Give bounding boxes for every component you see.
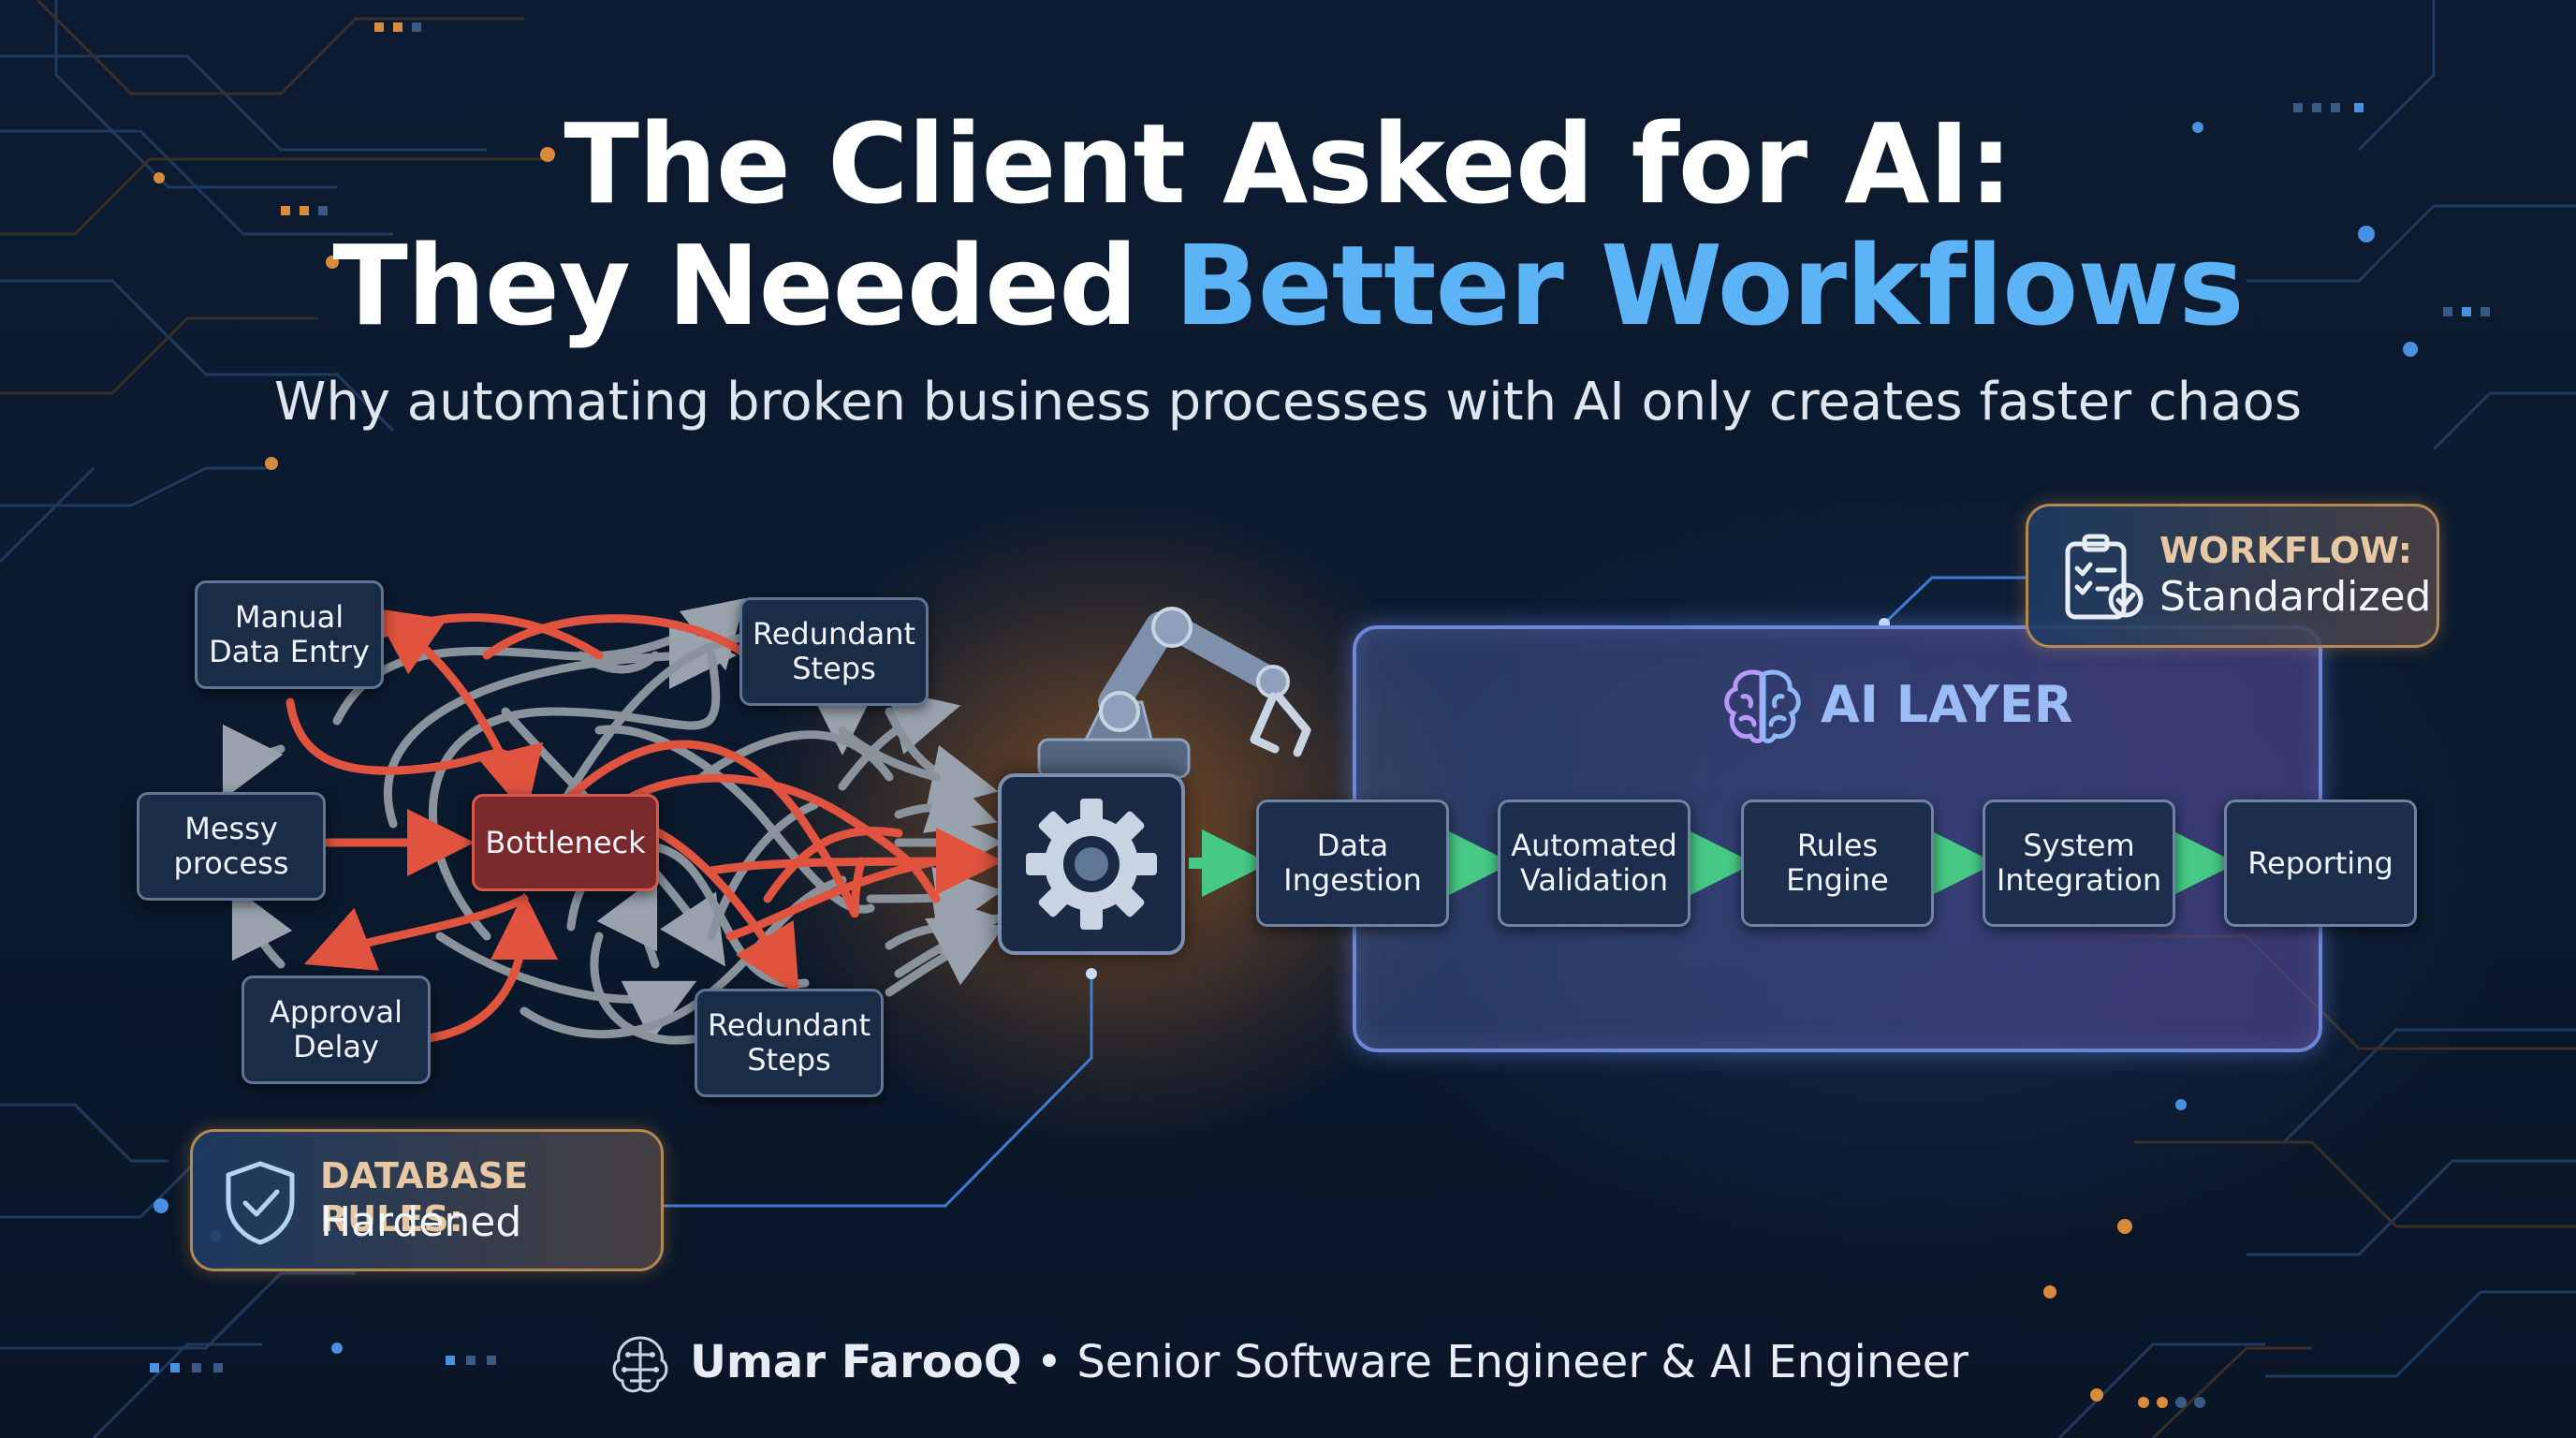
step-rules-engine: Rules Engine xyxy=(1741,800,1934,927)
node-approval-delay: Approval Delay xyxy=(242,976,431,1084)
node-bottleneck: Bottleneck xyxy=(472,794,659,891)
node-label: Approval Delay xyxy=(270,994,402,1064)
title-line-1: The Client Asked for AI: xyxy=(564,99,2012,228)
workflow-badge-value: Standardized xyxy=(2159,573,2432,621)
checklist-icon xyxy=(2065,534,2144,620)
workflow-badge: WORKFLOW: Standardized xyxy=(2026,504,2439,648)
gear-icon xyxy=(1026,799,1157,930)
node-redundant-steps-bottom: Redundant Steps xyxy=(695,989,884,1097)
node-manual-data-entry: Manual Data Entry xyxy=(195,580,384,689)
shield-check-icon xyxy=(226,1161,295,1245)
author-name: Umar FarooQ xyxy=(689,1336,1022,1388)
node-messy-process: Messy process xyxy=(137,792,326,901)
node-redundant-steps-top: Redundant Steps xyxy=(739,597,929,706)
automation-gear-box xyxy=(998,773,1185,955)
step-automated-validation: Automated Validation xyxy=(1498,800,1690,927)
workflow-badge-heading: WORKFLOW: xyxy=(2159,530,2412,571)
step-label: Reporting xyxy=(2247,844,2393,881)
title-line-2-plain: They Needed xyxy=(332,221,1175,350)
step-system-integration: System Integration xyxy=(1983,800,2175,927)
author-role: Senior Software Engineer & AI Engineer xyxy=(1076,1336,1969,1388)
subtitle: Why automating broken business processes… xyxy=(273,372,2303,433)
step-reporting: Reporting xyxy=(2224,800,2417,927)
footer-separator: • xyxy=(1021,1336,1077,1388)
brain-icon xyxy=(1724,669,1801,743)
node-label: Bottleneck xyxy=(485,824,646,860)
title-accent: Better Workflows xyxy=(1174,221,2245,350)
database-badge-value: Hardened xyxy=(320,1198,522,1246)
step-data-ingestion: Data Ingestion xyxy=(1256,800,1449,927)
node-label: Manual Data Entry xyxy=(209,599,370,669)
step-label: Data Ingestion xyxy=(1283,828,1422,898)
step-label: Automated Validation xyxy=(1511,828,1677,898)
step-label: System Integration xyxy=(1996,828,2162,898)
node-label: Redundant Steps xyxy=(707,1007,871,1078)
title-line-2: They Needed Better Workflows xyxy=(0,225,2576,346)
ai-layer-title: AI LAYER xyxy=(1821,675,2073,734)
step-label: Rules Engine xyxy=(1786,828,1889,898)
database-badge: DATABASE RULES: Hardened xyxy=(190,1129,664,1271)
node-label: Messy process xyxy=(173,811,289,881)
footer: Umar FarooQ • Senior Software Engineer &… xyxy=(0,1329,2576,1398)
database-badge-heading: DATABASE RULES: xyxy=(320,1155,529,1240)
logo-icon xyxy=(612,1336,668,1393)
node-label: Redundant Steps xyxy=(752,616,916,686)
robot-arm-icon xyxy=(1037,607,1311,779)
